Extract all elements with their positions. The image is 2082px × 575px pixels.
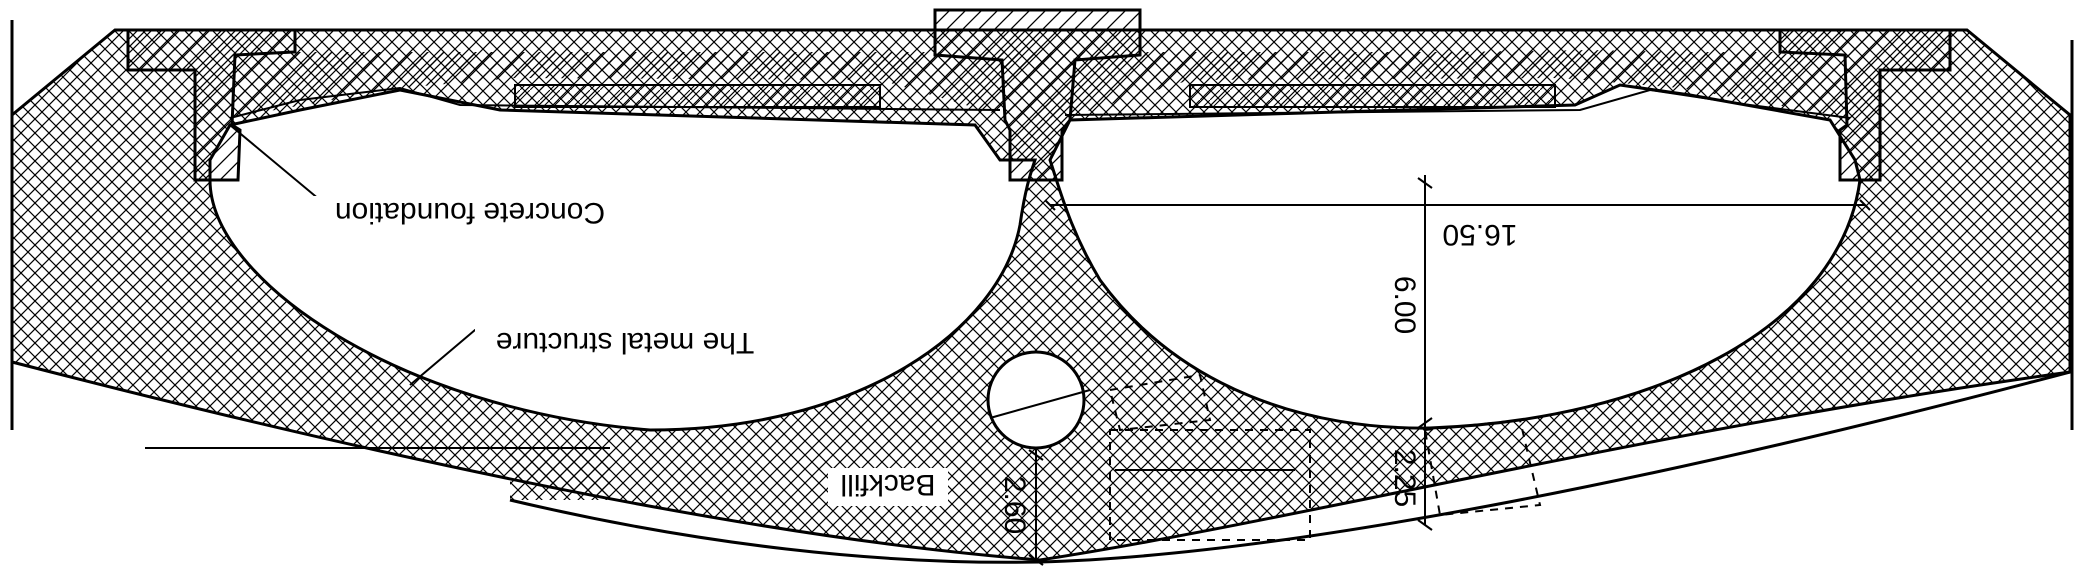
metal-structure-label: The metal structure: [496, 326, 754, 359]
dashed-block-3: [1423, 418, 1542, 517]
pipe-leader: [989, 389, 1091, 419]
backfill-label-bg: [828, 468, 948, 506]
cover-dimension: 2.25: [1388, 430, 1433, 531]
right-slab: [1189, 84, 1556, 108]
dashed-block-1: [1108, 373, 1212, 432]
dashed-block-2: [1109, 429, 1311, 541]
span-dimension-text: 16.50: [1442, 218, 1517, 251]
left-slab: [514, 84, 881, 108]
cover-dimension-text: 2.25: [1388, 449, 1421, 507]
pipe-cover-dimension-text: 2.60: [998, 476, 1031, 534]
bottom-arc: [509, 370, 2071, 564]
concrete-foundation-label: Concrete foundation: [335, 196, 605, 229]
foundation-label-bg: [312, 196, 630, 234]
pipe-circle: [986, 350, 1086, 450]
backfill-label: Backfill: [840, 468, 935, 501]
road-surface-line: [229, 86, 1851, 119]
ground-hatch: [510, 448, 610, 500]
center-foundation: [933, 8, 1142, 182]
rise-dimension-text: 6.00: [1388, 276, 1421, 334]
left-foundation: [126, 28, 297, 182]
right-arch-opening: [1048, 83, 1862, 430]
right-foundation: [1778, 28, 1952, 182]
span-dimension: 16.50: [1044, 199, 1871, 251]
metal-label-bg: [475, 326, 775, 364]
rise-dimension: 6.00: [1388, 175, 1433, 430]
pipe-cover-dimension: 2.60: [998, 448, 1044, 566]
